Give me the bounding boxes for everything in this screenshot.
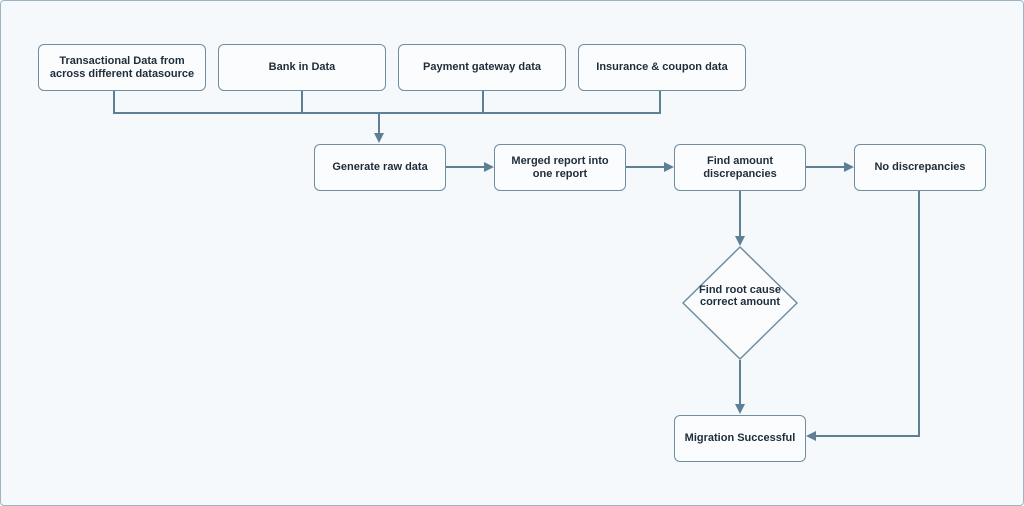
merged-report-label: Merged report into one report xyxy=(511,154,609,180)
connector-nodisc-to-success xyxy=(806,190,920,441)
insurance-coupon-label: Insurance & coupon data xyxy=(596,61,728,73)
insurance-coupon-node: Insurance & coupon data xyxy=(578,44,746,91)
bank-data-label: Bank in Data xyxy=(268,61,336,73)
payment-gateway-label: Payment gateway data xyxy=(423,61,541,73)
transactional-data-node: Transactional Data from across different… xyxy=(38,44,206,91)
merged-report-node: Merged report into one report xyxy=(494,144,626,191)
no-discrepancies-label: No discrepancies xyxy=(874,161,966,173)
generate-raw-data-node: Generate raw data xyxy=(314,144,446,191)
root-cause-label: Find root cause correct amount xyxy=(699,284,781,308)
migration-successful-label: Migration Successful xyxy=(684,432,796,444)
find-amount-discrepancies-label: Find amount discrepancies xyxy=(703,154,777,180)
transactional-data-label: Transactional Data from across different… xyxy=(49,54,195,80)
generate-raw-data-label: Generate raw data xyxy=(332,161,428,173)
migration-successful-node: Migration Successful xyxy=(674,415,806,462)
root-cause-diamond xyxy=(682,246,798,360)
no-discrepancies-node: No discrepancies xyxy=(854,144,986,191)
payment-gateway-node: Payment gateway data xyxy=(398,44,566,91)
find-amount-discrepancies-node: Find amount discrepancies xyxy=(674,144,806,191)
bank-data-node: Bank in Data xyxy=(218,44,386,91)
